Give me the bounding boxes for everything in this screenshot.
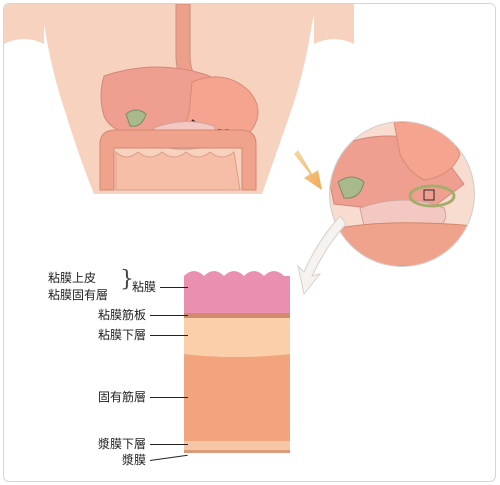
label-submucosa: 粘膜下層 xyxy=(98,328,146,342)
stomach-wall-illustration xyxy=(4,4,495,481)
label-serosa: 漿膜 xyxy=(122,453,146,467)
layer-submucosa xyxy=(184,318,290,357)
layer-muscularis-mucosae xyxy=(184,313,290,318)
leader-submucosa xyxy=(150,335,188,336)
leader-subserosa xyxy=(150,444,188,445)
leader-muscularis-propria xyxy=(150,397,188,398)
layer-serosa xyxy=(184,450,290,453)
leader-mucosa xyxy=(160,287,188,288)
figure-panel: 粘膜上皮 粘膜固有層 } 粘膜 粘膜筋板 粘膜下層 固有筋層 漿膜下層 漿膜 xyxy=(3,3,496,482)
label-muscularis-propria: 固有筋層 xyxy=(98,390,146,404)
zoom-circle xyxy=(324,122,474,266)
torso-illustration xyxy=(4,4,354,194)
label-mucosa: 粘膜 xyxy=(132,280,156,294)
arrow-to-section-icon xyxy=(298,216,346,294)
leader-muscularis-mucosae xyxy=(150,315,188,316)
label-muscularis-mucosae: 粘膜筋板 xyxy=(98,308,146,322)
layer-subserosa xyxy=(184,441,290,450)
layer-muscularis-propria xyxy=(184,354,290,441)
label-mucosa-epithelium: 粘膜上皮 xyxy=(48,271,96,285)
label-subserosa: 漿膜下層 xyxy=(98,437,146,451)
arrow-to-zoom-icon xyxy=(294,150,322,190)
layer-mucosa xyxy=(184,271,290,316)
wall-cross-section xyxy=(184,271,290,453)
label-lamina-propria: 粘膜固有層 xyxy=(48,288,108,302)
